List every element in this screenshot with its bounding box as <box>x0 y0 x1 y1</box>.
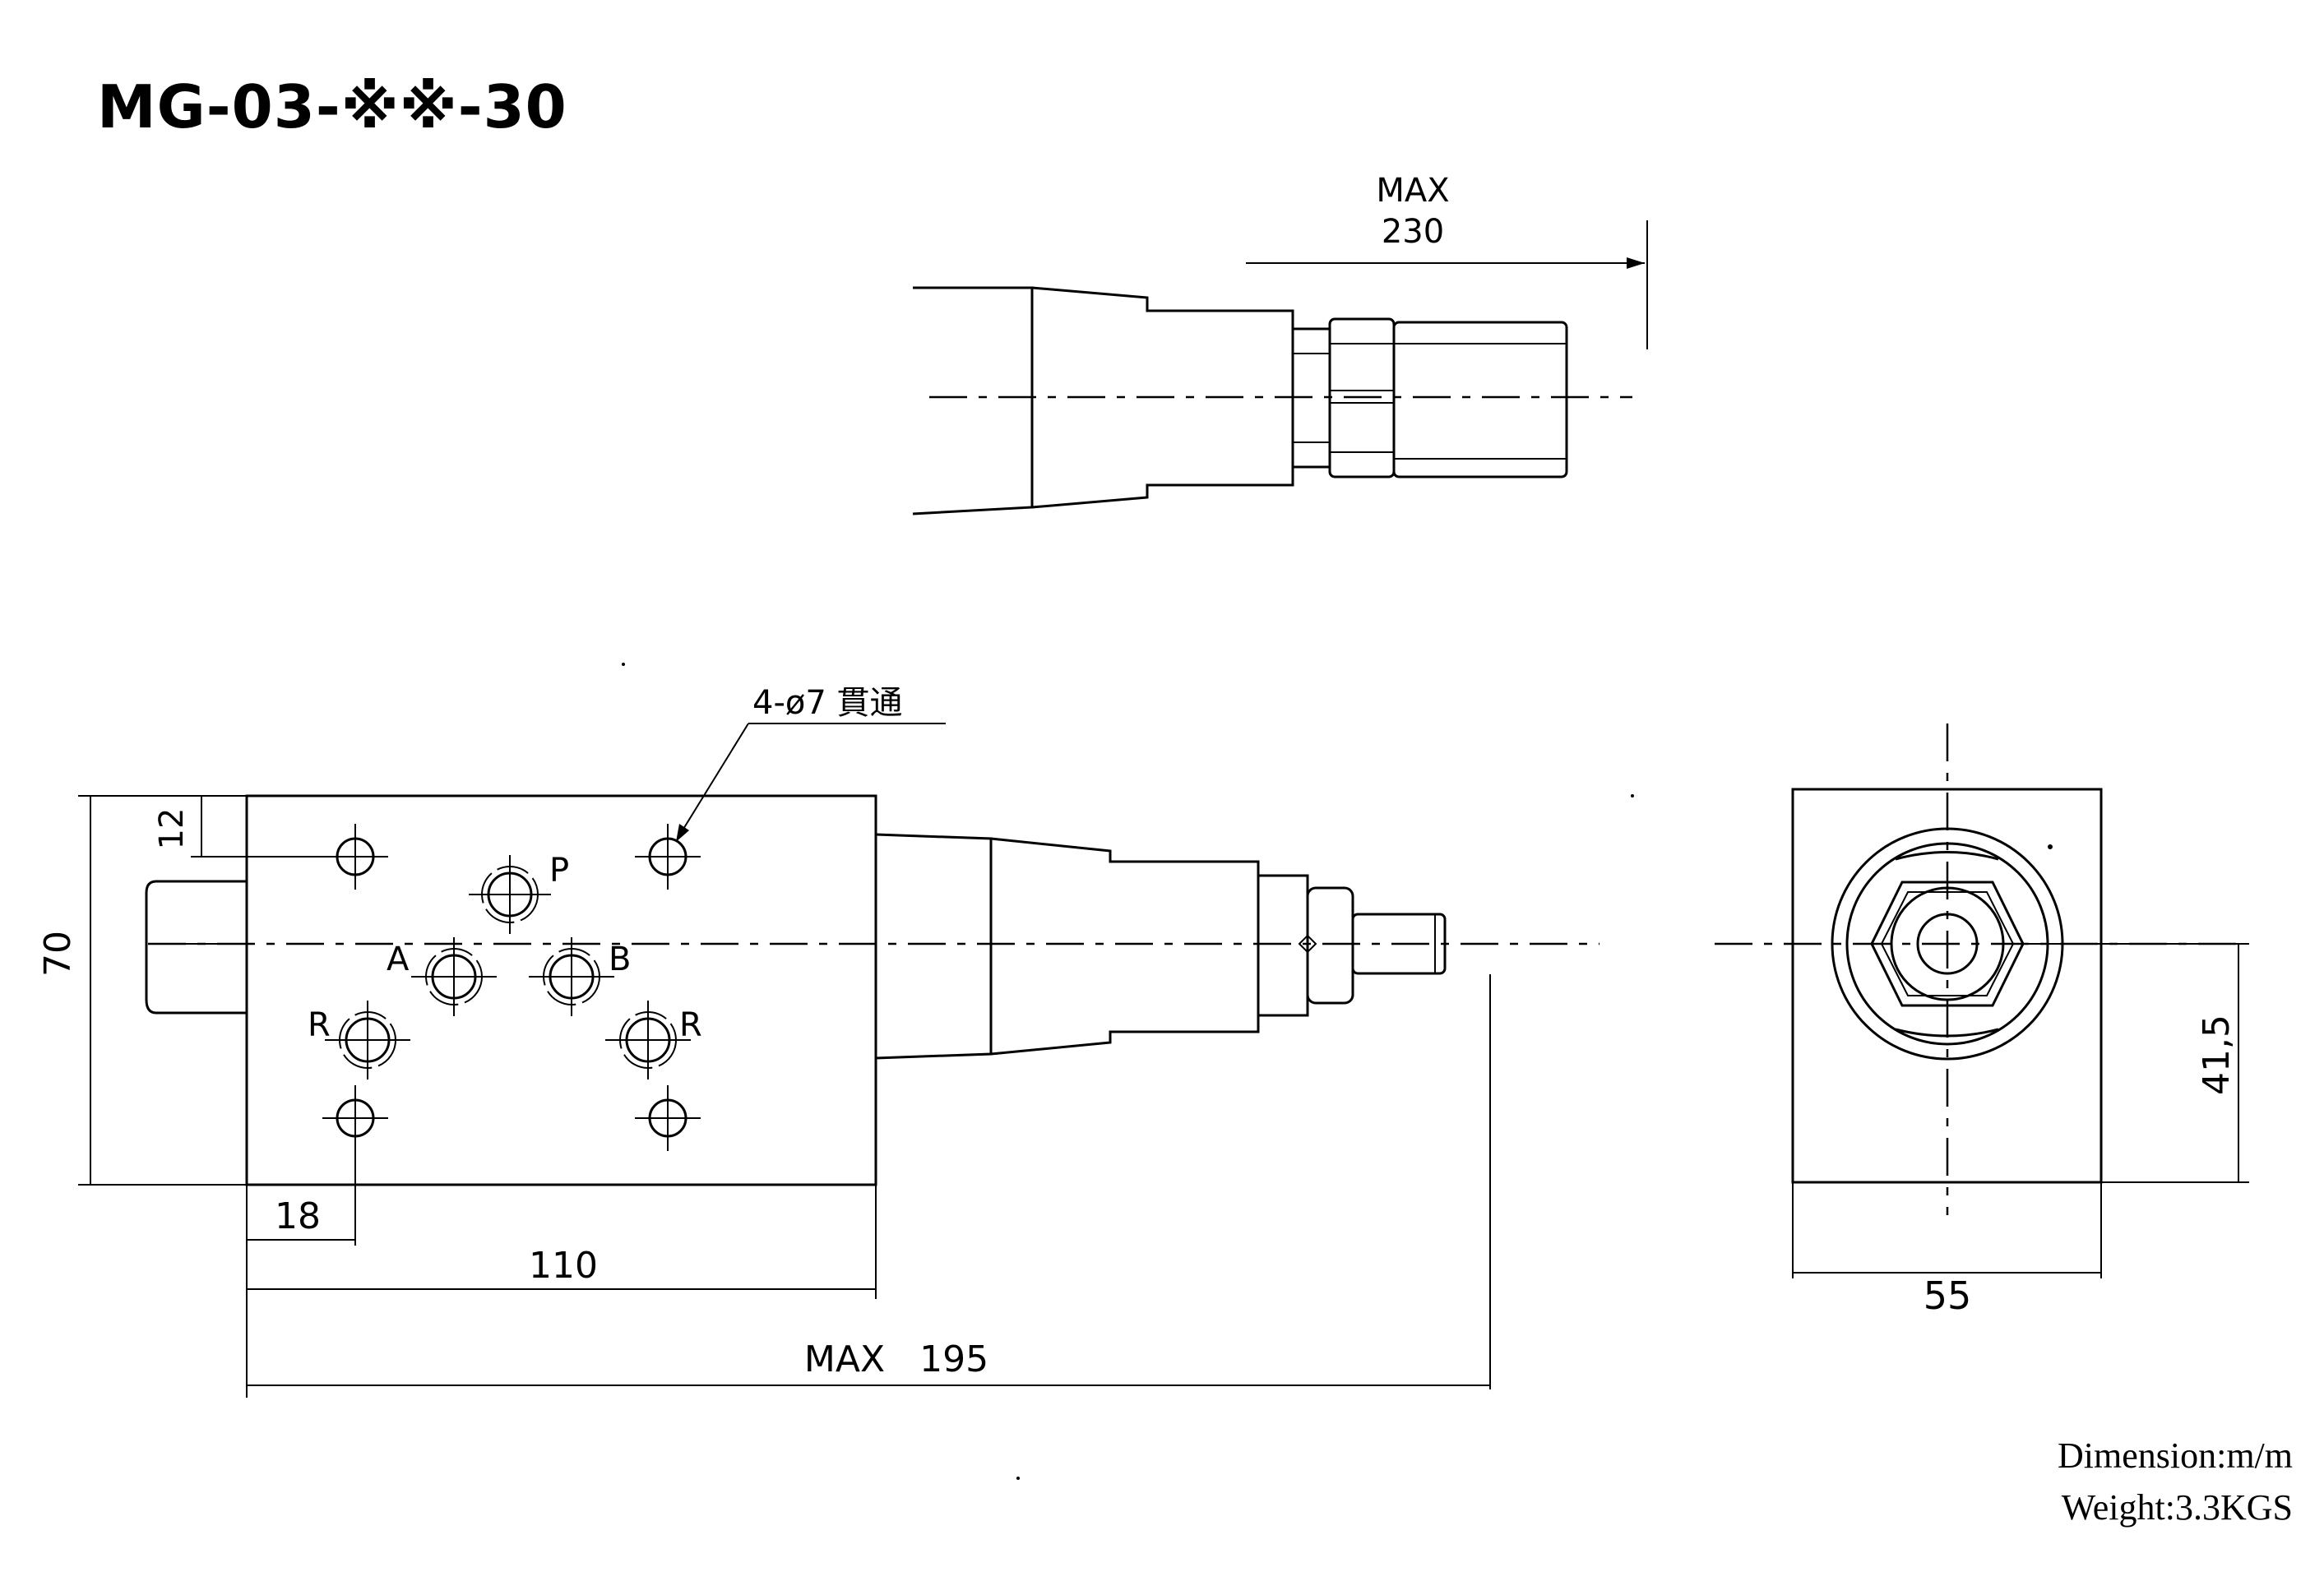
dim-body-length-value: 110 <box>529 1245 598 1287</box>
front-view-port-b-label: B <box>609 941 631 978</box>
front-view-port-a-label: A <box>387 941 410 978</box>
top-view-adjusting-knob <box>1392 321 1568 478</box>
front-view-port-b <box>529 937 614 1016</box>
front-view-main-body <box>245 794 877 1186</box>
side-view-hex-nut <box>1870 881 2025 1007</box>
top-view-body-outline <box>912 286 1034 515</box>
top-view-dim-max-label: MAX <box>1376 172 1449 210</box>
side-view: 41,5 55 <box>1715 723 2249 1318</box>
front-view-port-r-right <box>605 1001 691 1079</box>
front-view-port-a <box>411 937 497 1016</box>
top-view-dim-value: 230 <box>1382 213 1444 251</box>
front-view-adjusting-screw <box>1351 913 1447 975</box>
front-view-port-r-right-label: R <box>679 1006 702 1044</box>
front-view-port-r-left-label: R <box>308 1006 331 1044</box>
hole-callout-leader <box>678 723 749 838</box>
drawing-title: MG-03-※※-30 <box>97 72 567 141</box>
side-view-screw <box>1916 913 1979 975</box>
front-view-port-p <box>469 855 551 934</box>
front-view-valve-section <box>875 833 993 1060</box>
dim-total-length-value: MAX 195 <box>804 1338 988 1380</box>
footer-dimension-unit: Dimension:m/m <box>2058 1435 2293 1476</box>
dim-height-value: 70 <box>37 931 79 977</box>
dim-left-offset-value: 18 <box>275 1195 321 1237</box>
side-view-body <box>1791 788 2103 1184</box>
top-view: MAX 230 <box>912 172 1648 515</box>
hole-callout-text: 4-ø7 貫通 <box>752 684 903 722</box>
dim-top-offset-value: 12 <box>153 808 191 850</box>
front-view: P A B R R 4-ø7 貫通 70 12 18 110 MAX 195 <box>37 684 1599 1398</box>
front-view-port-r-left <box>325 1001 410 1079</box>
front-view-port-p-label: P <box>549 852 569 890</box>
dim-width-value: 55 <box>1924 1274 1972 1318</box>
front-view-mounting-hole <box>635 1085 701 1151</box>
front-view-left-plug <box>145 880 247 1015</box>
front-view-taper-section <box>990 837 1260 1056</box>
footer-weight: Weight:3.3KGS <box>2061 1487 2293 1528</box>
dim-center-height-value: 41,5 <box>2196 1015 2238 1095</box>
front-view-mounting-hole <box>635 824 701 890</box>
